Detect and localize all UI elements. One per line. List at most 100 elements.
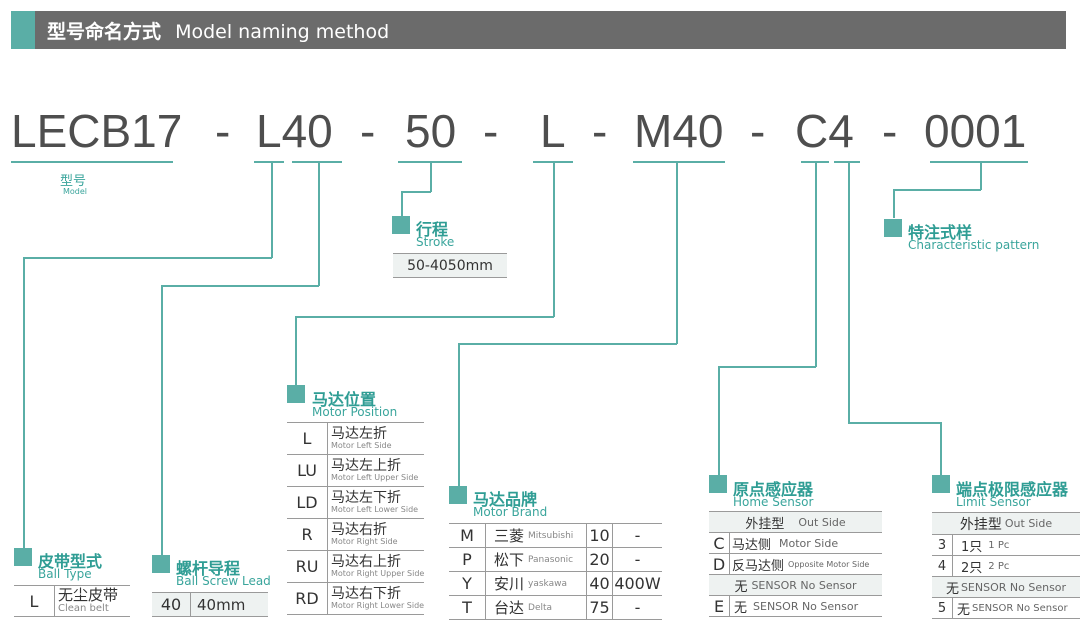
code-motor: M40 xyxy=(634,105,724,157)
balltype-code: L xyxy=(29,591,39,611)
home-title-cn: 原点感应器 xyxy=(733,480,814,499)
home-en: Motor Side xyxy=(779,536,839,550)
brand-size: 10 xyxy=(586,524,612,547)
home-desc: 无 SENSOR No Sensor xyxy=(729,596,882,616)
limit-cn: 无 xyxy=(945,581,959,597)
home-row: E 无 SENSOR No Sensor xyxy=(709,596,882,617)
underline-special xyxy=(930,161,1028,163)
brand-power: 400W xyxy=(612,572,662,595)
limit-row: 5 无 SENSOR No Sensor xyxy=(932,598,1080,619)
lead-title-en: Ball Screw Lead xyxy=(176,574,271,588)
brand-cn: 安川 xyxy=(494,575,525,593)
code-position: L xyxy=(540,105,566,157)
banner-accent xyxy=(11,11,35,49)
position-cn: 马达右下折 xyxy=(331,585,401,602)
limit-cn: 2只 xyxy=(961,560,983,576)
position-desc: 马达右下折 Motor Right Lower Side xyxy=(327,583,424,614)
brand-size: 20 xyxy=(586,548,612,571)
limit-en: 1 Pc xyxy=(988,539,1010,551)
position-title-en: Motor Position xyxy=(312,405,398,419)
limit-cn: 1只 xyxy=(961,539,983,555)
model-label-cn: 型号 xyxy=(60,174,87,189)
position-cn: 马达右折 xyxy=(331,521,387,538)
home-row: C 马达侧 Motor Side xyxy=(709,533,882,554)
stroke-range: 50-4050mm xyxy=(407,257,493,274)
brand-row: M 三菱 Mitsubishi 10 - xyxy=(449,524,662,548)
underline-model xyxy=(11,161,173,163)
limit-en: SENSOR No Sensor xyxy=(972,602,1068,614)
position-code: RD xyxy=(295,589,319,608)
limit-cn: 外挂型 xyxy=(959,516,1002,533)
position-code: R xyxy=(301,525,313,544)
brand-size: 40 xyxy=(586,572,612,595)
home-code: E xyxy=(713,596,725,616)
connector-stroke-h xyxy=(401,191,431,193)
special-title-cn: 特注式样 xyxy=(908,223,973,242)
limit-code: 3 xyxy=(937,537,947,553)
stroke-range-box: 50-4050mm xyxy=(393,253,507,278)
limit-en: 2 Pc xyxy=(988,560,1010,572)
position-en: Motor Left Side xyxy=(331,440,392,450)
brand-cn: 台达 xyxy=(494,599,525,617)
code-special: 0001 xyxy=(924,105,1027,157)
brand-code: Y xyxy=(462,574,472,593)
page-title: 型号命名方式 Model naming method xyxy=(47,17,389,44)
position-code: L xyxy=(302,429,312,448)
home-table: 外挂型 Out Side C 马达侧 Motor Side D 反马达侧 Opp… xyxy=(709,511,882,617)
connector-limit-h xyxy=(848,422,941,424)
limit-row: 4 2只 2 Pc xyxy=(932,556,1080,577)
code-dash-2: - xyxy=(360,105,376,157)
connector-position-h xyxy=(295,316,554,318)
connector-brand-v xyxy=(676,162,678,344)
code-dash-3: - xyxy=(483,105,499,157)
position-en: Motor Right Lower Side xyxy=(331,600,424,610)
brand-marker xyxy=(449,486,467,504)
brand-table: M 三菱 Mitsubishi 10 - P 松下 Panasonic 20 -… xyxy=(449,523,662,620)
position-en: Motor Left Lower Side xyxy=(331,504,419,514)
home-en: Opposite Motor Side xyxy=(788,559,870,569)
position-code: RU xyxy=(295,557,319,576)
brand-title-cn: 马达品牌 xyxy=(473,490,538,509)
brand-code: T xyxy=(462,598,472,617)
brand-title-en: Motor Brand xyxy=(473,505,548,519)
limit-cn: 无 xyxy=(957,602,971,618)
home-cn: 无 xyxy=(734,600,748,616)
home-marker xyxy=(709,475,727,493)
position-row: L 马达左折 Motor Left Side xyxy=(287,423,424,455)
balltype-en: Clean belt xyxy=(58,602,109,614)
balltype-row: L 无尘皮带 Clean belt xyxy=(14,585,130,617)
home-en: Out Side xyxy=(798,515,846,529)
limit-en: Out Side xyxy=(1004,517,1053,530)
header-banner xyxy=(11,11,1066,49)
brand-name: 台达 Delta xyxy=(485,596,586,619)
lead-value: 40mm xyxy=(190,593,268,616)
brand-code: P xyxy=(462,550,472,569)
underline-lead-l xyxy=(254,161,284,163)
position-desc: 马达左下折 Motor Left Lower Side xyxy=(327,487,424,518)
brand-cn: 三菱 xyxy=(494,527,525,545)
limit-table: 外挂型 Out Side 3 1只 1 Pc 4 2只 2 Pc 无 SENSO… xyxy=(932,512,1080,619)
stroke-title-cn: 行程 xyxy=(416,220,449,239)
limit-row: 3 1只 1 Pc xyxy=(932,535,1080,556)
connector-brand-v2 xyxy=(458,343,460,486)
model-label-en: Model xyxy=(63,187,88,196)
connector-lead-v2 xyxy=(161,285,163,555)
position-cn: 马达左下折 xyxy=(331,489,401,506)
position-marker xyxy=(287,385,305,403)
brand-en: Delta xyxy=(528,602,553,613)
position-row: RU 马达右上折 Motor Right Upper Side xyxy=(287,551,424,583)
brand-row: T 台达 Delta 75 - xyxy=(449,596,662,620)
limit-row-none: 无 SENSOR No Sensor xyxy=(932,577,1080,598)
brand-name: 三菱 Mitsubishi xyxy=(485,524,586,547)
code-dash-4: - xyxy=(592,105,608,157)
brand-en: yaskawa xyxy=(528,578,567,589)
home-row-none: 无 SENSOR No Sensor xyxy=(709,575,882,596)
code-model: LECB17 xyxy=(11,105,183,157)
connector-home-h xyxy=(718,366,816,368)
brand-power: - xyxy=(612,524,662,547)
position-code: LD xyxy=(296,493,318,512)
code-stroke: 50 xyxy=(405,105,457,157)
home-title-en: Home Sensor xyxy=(733,495,814,509)
connector-lead-h xyxy=(161,285,319,287)
home-code: C xyxy=(713,533,725,553)
